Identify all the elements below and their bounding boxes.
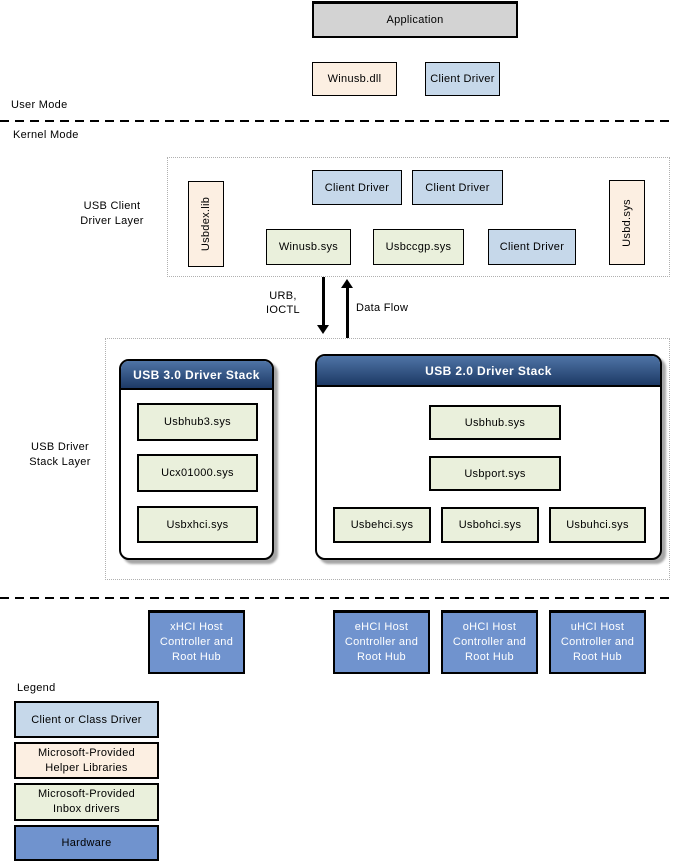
- usbd-sys-label: Usbd.sys: [621, 198, 634, 247]
- usb2-driver-stack-header: USB 2.0 Driver Stack: [317, 356, 660, 387]
- usbhub3-sys-box: Usbhub3.sys: [137, 403, 258, 441]
- data-flow-label: Data Flow: [356, 302, 409, 314]
- ohci-host-controller-box: oHCI Host Controller and Root Hub: [441, 610, 538, 674]
- arrow-shaft: [346, 288, 349, 338]
- legend-client-class-driver: Client or Class Driver: [14, 701, 159, 738]
- usbd-sys-box: Usbd.sys: [609, 180, 645, 265]
- client-driver-user-box: Client Driver: [425, 62, 500, 96]
- usbxhci-sys-box: Usbxhci.sys: [137, 506, 258, 543]
- driver-stack-layer-label-line1: USB Driver: [30, 441, 89, 453]
- client-driver-kernel-box-1: Client Driver: [312, 170, 402, 205]
- legend-inbox-drivers: Microsoft-Provided Inbox drivers: [14, 783, 159, 821]
- uhci-line1: uHCI Host: [570, 621, 625, 633]
- uhci-line3: Root Hub: [573, 651, 622, 663]
- usbhub-sys-box: Usbhub.sys: [429, 405, 561, 440]
- driver-stack-layer-outline: [105, 338, 670, 580]
- usbohci-sys-box: Usbohci.sys: [441, 507, 539, 543]
- client-driver-layer-outline: [167, 157, 670, 277]
- ehci-line2: Controller and: [344, 636, 419, 648]
- ohci-line2: Controller and: [452, 636, 527, 648]
- legend-helper-line1: Microsoft-Provided: [37, 746, 136, 759]
- user-mode-label: User Mode: [11, 99, 68, 111]
- user-kernel-divider: [0, 120, 675, 122]
- usbccgp-sys-box: Usbccgp.sys: [373, 229, 464, 265]
- driver-stack-layer-label-line2: Stack Layer: [29, 456, 91, 468]
- ehci-line3: Root Hub: [357, 651, 406, 663]
- xhci-line2: Controller and: [159, 636, 234, 648]
- arrow-head: [317, 325, 329, 334]
- client-driver-layer-label-line2: Driver Layer: [80, 215, 144, 227]
- urb-label-line1: URB,: [269, 290, 297, 302]
- data-flow-arrow-up-icon: [341, 279, 354, 338]
- ohci-line1: oHCI Host: [462, 621, 517, 633]
- uhci-line2: Controller and: [560, 636, 635, 648]
- driver-stack-layer-label: USB Driver Stack Layer: [10, 440, 110, 470]
- usbuhci-sys-box: Usbuhci.sys: [549, 507, 646, 543]
- client-driver-kernel-box-2: Client Driver: [412, 170, 503, 205]
- legend-title: Legend: [17, 682, 56, 694]
- usbport-sys-box: Usbport.sys: [429, 456, 561, 491]
- legend-inbox-line2: Inbox drivers: [53, 803, 120, 815]
- client-driver-layer-label: USB Client Driver Layer: [70, 199, 154, 229]
- xhci-line3: Root Hub: [172, 651, 221, 663]
- arrow-shaft: [322, 277, 325, 325]
- ehci-host-controller-box: eHCI Host Controller and Root Hub: [333, 610, 430, 674]
- client-driver-layer-label-line1: USB Client: [83, 200, 141, 212]
- ehci-line1: eHCI Host: [354, 621, 409, 633]
- client-driver-kernel-box-3: Client Driver: [488, 229, 576, 265]
- usb3-driver-stack-header: USB 3.0 Driver Stack: [121, 361, 272, 390]
- winusb-dll-box: Winusb.dll: [312, 62, 397, 96]
- usbdex-lib-label: Usbdex.lib: [200, 196, 213, 252]
- application-box: Application: [312, 1, 518, 38]
- kernel-mode-label: Kernel Mode: [13, 129, 79, 141]
- ucx01000-sys-box: Ucx01000.sys: [137, 454, 258, 492]
- legend-helper-libraries: Microsoft-Provided Helper Libraries: [14, 742, 159, 779]
- arrow-head: [341, 279, 353, 288]
- winusb-sys-box: Winusb.sys: [266, 229, 351, 265]
- xhci-line1: xHCI Host: [170, 621, 223, 633]
- xhci-host-controller-box: xHCI Host Controller and Root Hub: [148, 610, 245, 674]
- hardware-divider: [0, 597, 675, 599]
- legend-inbox-line1: Microsoft-Provided: [37, 788, 136, 800]
- ohci-line3: Root Hub: [465, 651, 514, 663]
- legend-hardware: Hardware: [14, 825, 159, 861]
- usbdex-lib-box: Usbdex.lib: [188, 181, 224, 267]
- urb-arrow-down-icon: [317, 277, 330, 334]
- legend-helper-line2: Helper Libraries: [45, 761, 128, 774]
- urb-ioctl-label: URB, IOCTL: [258, 289, 308, 317]
- usbehci-sys-box: Usbehci.sys: [333, 507, 431, 543]
- uhci-host-controller-box: uHCI Host Controller and Root Hub: [549, 610, 646, 674]
- urb-label-line2: IOCTL: [266, 304, 300, 316]
